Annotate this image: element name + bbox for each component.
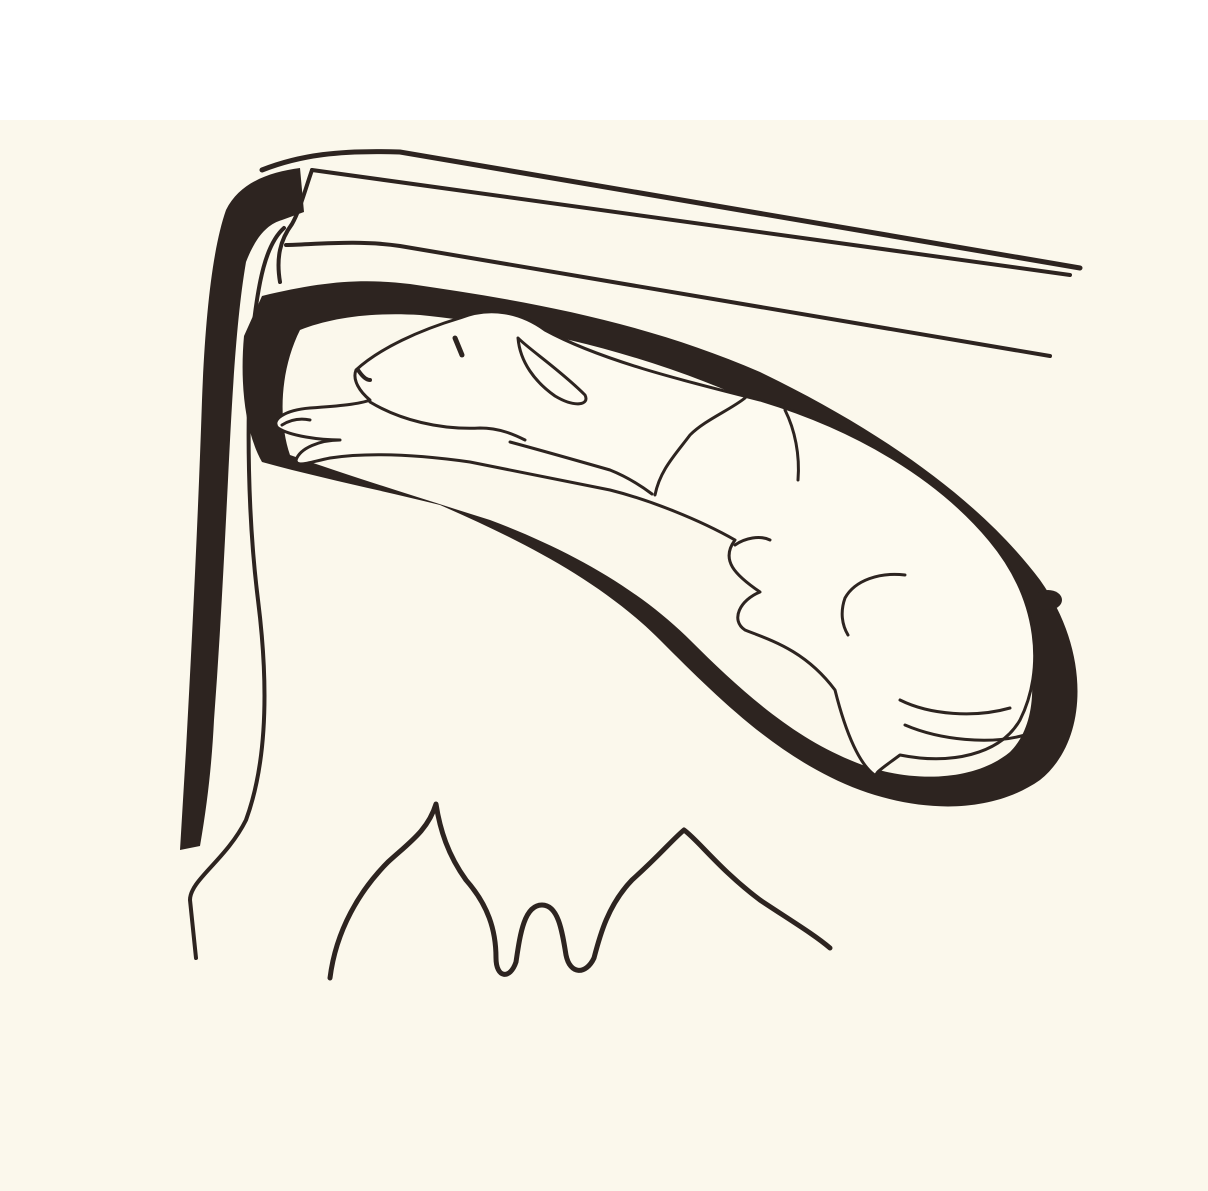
udder-outline — [330, 804, 830, 978]
back-outline-inner — [312, 170, 1070, 275]
back-outline-upper — [262, 152, 1080, 268]
tail-dark-band — [180, 168, 304, 850]
uterus-wall-spot — [1034, 590, 1062, 610]
